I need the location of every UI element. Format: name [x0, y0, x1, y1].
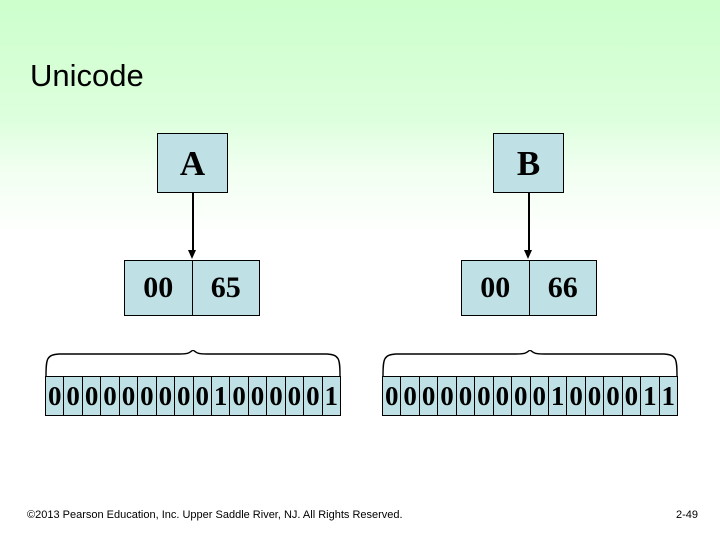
arrow-head-icon-b: [524, 250, 532, 259]
curly-brace-icon-a: [45, 350, 341, 376]
code-cell-low-b: 66: [547, 271, 578, 304]
bit-cell: 0: [420, 377, 439, 415]
bit-cell: 0: [586, 377, 605, 415]
bit-cell: 0: [604, 377, 623, 415]
code-box-a: 00 65: [124, 260, 260, 316]
bit-cell: 0: [512, 377, 531, 415]
bit-cell: 0: [401, 377, 420, 415]
bit-cell: 0: [46, 377, 65, 415]
bit-cell: 0: [438, 377, 457, 415]
bit-cell: 0: [383, 377, 402, 415]
bit-strip-b: 0 0 0 0 0 0 0 0 0 1 0 0 0 0 1 1: [382, 376, 678, 416]
bit-cell: 0: [138, 377, 157, 415]
bit-cell: 0: [175, 377, 194, 415]
bit-cell: 0: [494, 377, 513, 415]
bit-cell: 0: [249, 377, 268, 415]
bit-strip-a: 0 0 0 0 0 0 0 0 0 1 0 0 0 0 0 1: [45, 376, 341, 416]
unicode-group-a: A 00 65 0 0 0 0 0 0 0 0 0 1 0 0: [0, 0, 360, 470]
arrow-shaft-b: [528, 192, 530, 252]
bit-cell: 0: [286, 377, 305, 415]
character-box-a: A: [157, 133, 228, 193]
bit-cell: 0: [157, 377, 176, 415]
bit-cell: 1: [324, 380, 339, 411]
footer-copyright: ©2013 Pearson Education, Inc. Upper Sadd…: [27, 509, 403, 521]
bit-cell: 0: [83, 377, 102, 415]
bit-cell: 0: [457, 377, 476, 415]
character-label-a: A: [179, 143, 206, 183]
bit-cell: 1: [661, 380, 676, 411]
arrow-b: [522, 192, 535, 260]
bit-cell: 0: [267, 377, 286, 415]
unicode-group-b: B 00 66 0 0 0 0 0 0 0 0 0 1 0 0: [337, 0, 697, 470]
bit-cell: 0: [64, 377, 83, 415]
bit-cell: 0: [623, 377, 642, 415]
bit-cell: 0: [194, 377, 212, 415]
bit-cell: 0: [567, 377, 586, 415]
character-label-b: B: [516, 143, 541, 183]
code-cell-high-a: 00: [125, 261, 193, 315]
bit-cell: 0: [531, 377, 549, 415]
footer-page-number: 2-49: [675, 509, 698, 521]
code-box-b: 00 66: [461, 260, 597, 316]
arrow-shaft-a: [192, 192, 194, 252]
bit-cell: 0: [230, 377, 249, 415]
bit-cell: 0: [304, 377, 323, 415]
arrow-head-icon-a: [188, 250, 196, 259]
bit-cell: 1: [549, 377, 568, 415]
arrow-a: [186, 192, 199, 260]
bit-cell: 1: [641, 377, 660, 415]
bit-cell: 0: [101, 377, 120, 415]
page-title: Unicode: [30, 58, 144, 93]
character-box-b: B: [493, 133, 564, 193]
code-cell-low-a: 65: [210, 271, 241, 304]
code-cell-high-b: 00: [462, 261, 530, 315]
curly-brace-icon-b: [382, 350, 678, 376]
bit-cell: 0: [475, 377, 494, 415]
bit-cell: 1: [212, 377, 231, 415]
bit-cell: 0: [120, 377, 139, 415]
